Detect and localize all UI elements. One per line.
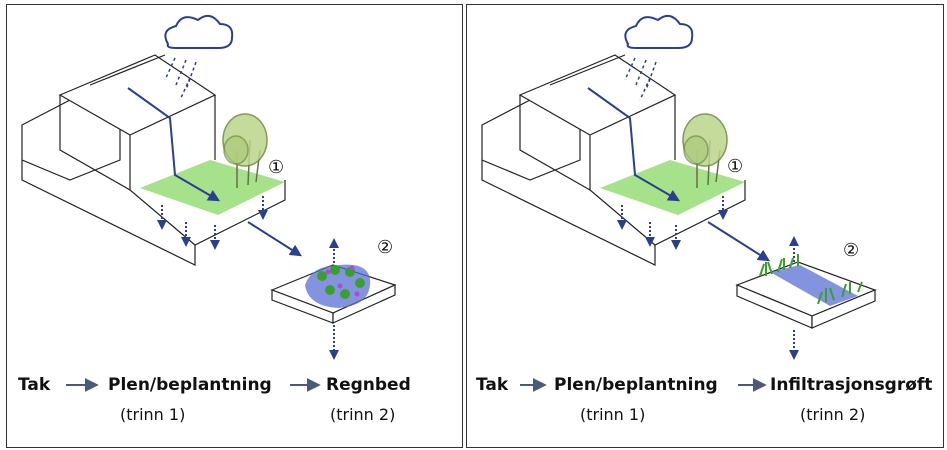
caption-raingarden: Regnbed (326, 375, 411, 395)
sub-step2-left: (trinn 2) (330, 405, 396, 424)
panel-infiltration-trench (466, 4, 944, 448)
marker-step2-left: ② (377, 237, 394, 258)
caption-roof-right: Tak (476, 375, 509, 395)
rain-garden-plate (270, 264, 397, 324)
rain-cloud-right (624, 14, 694, 49)
sub-step1-right: (trinn 1) (580, 405, 646, 424)
trench-plate (735, 254, 877, 329)
marker-step1-right: ① (727, 156, 744, 177)
trees-right (682, 113, 728, 188)
caption-trench: Infiltrasjonsgrøft (770, 375, 933, 395)
caption-lawn-right: Plen/beplantning (554, 375, 718, 395)
marker-step2-right: ② (843, 240, 860, 261)
marker-step1-left: ① (268, 157, 285, 178)
trees-left (222, 113, 268, 188)
sub-step2-right: (trinn 2) (800, 405, 866, 424)
caption-lawn-left: Plen/beplantning (108, 375, 272, 395)
panel-rain-garden (6, 4, 463, 448)
sub-step1-left: (trinn 1) (120, 405, 186, 424)
rain-cloud-left (164, 14, 234, 49)
caption-roof-left: Tak (18, 375, 51, 395)
